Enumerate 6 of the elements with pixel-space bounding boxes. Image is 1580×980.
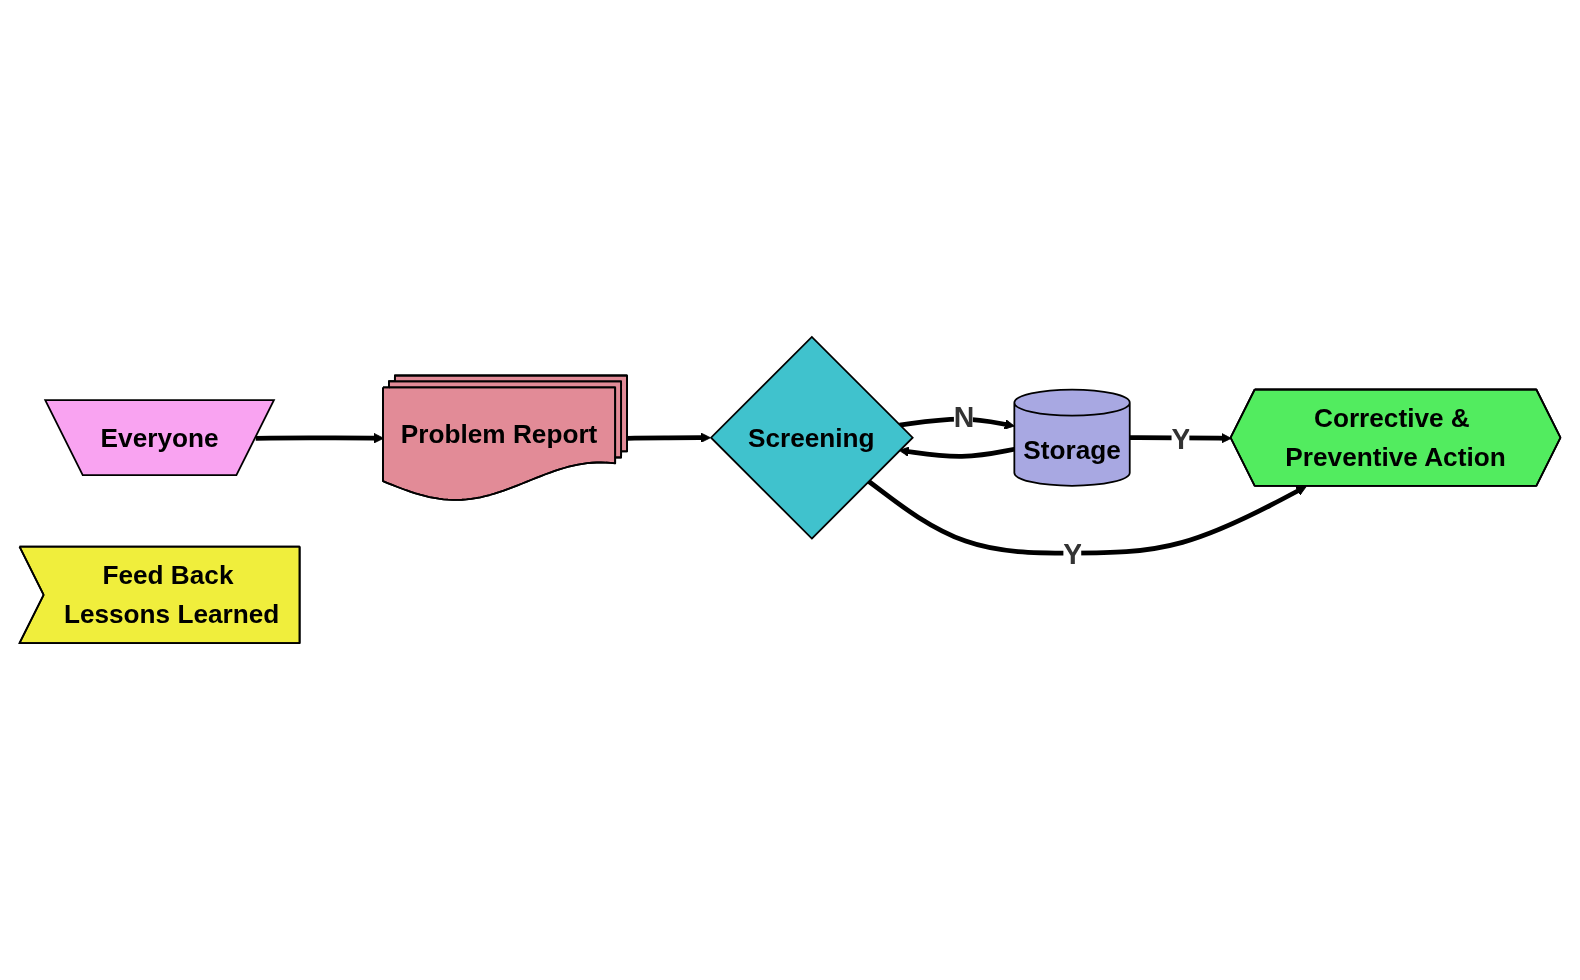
node-diamond: Screening	[709, 335, 914, 540]
arrow	[867, 479, 1307, 556]
arrow	[899, 416, 1015, 430]
edge-label: N	[953, 401, 974, 434]
arrow	[627, 432, 711, 443]
arrow	[899, 446, 1015, 459]
